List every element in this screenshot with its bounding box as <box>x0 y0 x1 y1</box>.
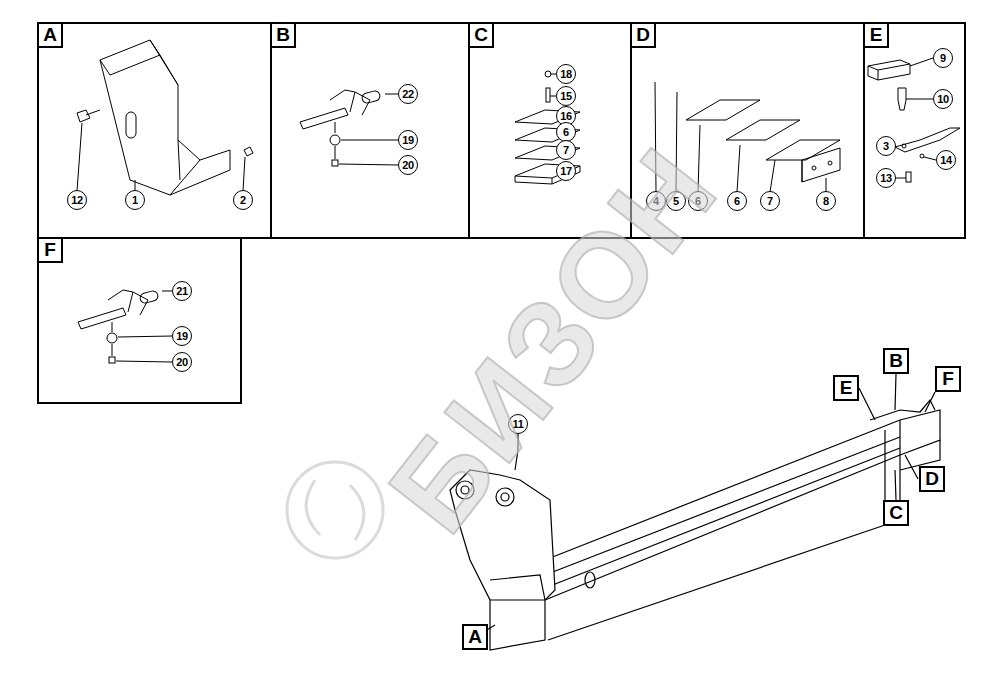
view-label-box: F <box>935 366 961 392</box>
watermark: БИЗОН <box>361 121 744 557</box>
label-text: 15 <box>560 90 572 102</box>
panel-letter: D <box>630 22 656 48</box>
callout-number: 1 <box>125 190 145 210</box>
callout-number: 17 <box>556 161 576 181</box>
panel-letter: E <box>863 22 889 48</box>
callout-number: 15 <box>556 86 576 106</box>
panel-letter: B <box>270 22 296 48</box>
callout-number: 9 <box>933 48 953 68</box>
callout-number: 20 <box>172 352 192 372</box>
view-label-box: D <box>919 466 945 492</box>
label-text: 16 <box>560 110 572 122</box>
label-text: A <box>468 626 482 648</box>
callout-number: 18 <box>556 64 576 84</box>
label-text: F <box>942 368 954 390</box>
label-text: 2 <box>240 194 246 206</box>
view-label-box: B <box>883 348 909 374</box>
panel-letter: A <box>37 22 63 48</box>
panel-letter: F <box>37 237 63 263</box>
detail-panel: B 22 19 20 <box>270 22 470 239</box>
label-text: 17 <box>560 165 572 177</box>
label-text: 10 <box>937 93 949 105</box>
callout-number: 7 <box>760 191 780 211</box>
label-text: 6 <box>563 126 569 138</box>
view-label-box: C <box>883 500 909 526</box>
label-text: 20 <box>402 159 414 171</box>
label-text: 19 <box>176 330 188 342</box>
label-text: 9 <box>940 52 946 64</box>
label-text: 21 <box>176 285 188 297</box>
label-text: 7 <box>767 195 773 207</box>
detail-panel: A1212 <box>37 22 272 239</box>
label-text: 18 <box>560 68 572 80</box>
callout-number: 7 <box>556 140 576 160</box>
label-text: 1 <box>132 194 138 206</box>
label-text: 7 <box>563 144 569 156</box>
detail-panel: E 9 10 3 14 13 <box>863 22 966 239</box>
callout-number: 19 <box>398 130 418 150</box>
label-text: 13 <box>880 172 892 184</box>
view-label-box: A <box>462 624 488 650</box>
label-text: D <box>925 468 939 490</box>
callout-number: 12 <box>67 190 87 210</box>
callout-number: 8 <box>816 191 836 211</box>
callout-number: 22 <box>398 84 418 104</box>
callout-number: 13 <box>876 168 896 188</box>
callout-number: 2 <box>233 190 253 210</box>
label-text: 3 <box>883 140 889 152</box>
callout-number: 14 <box>936 150 956 170</box>
label-text: 20 <box>176 356 188 368</box>
callout-number: 6 <box>556 122 576 142</box>
label-text: 14 <box>940 154 952 166</box>
callout-number: 20 <box>398 155 418 175</box>
label-text: E <box>840 377 853 399</box>
label-text: 12 <box>71 194 83 206</box>
label-text: 19 <box>402 134 414 146</box>
callout-number: 3 <box>876 136 896 156</box>
label-text: 8 <box>823 195 829 207</box>
label-text: B <box>889 350 903 372</box>
callout-number: 10 <box>933 89 953 109</box>
callout-number: 19 <box>172 326 192 346</box>
label-text: 22 <box>402 88 414 100</box>
view-label-box: E <box>833 375 859 401</box>
panel-letter: C <box>468 22 494 48</box>
detail-panel: F 21 19 20 <box>37 237 242 404</box>
label-text: C <box>889 502 903 524</box>
callout-number: 21 <box>172 281 192 301</box>
